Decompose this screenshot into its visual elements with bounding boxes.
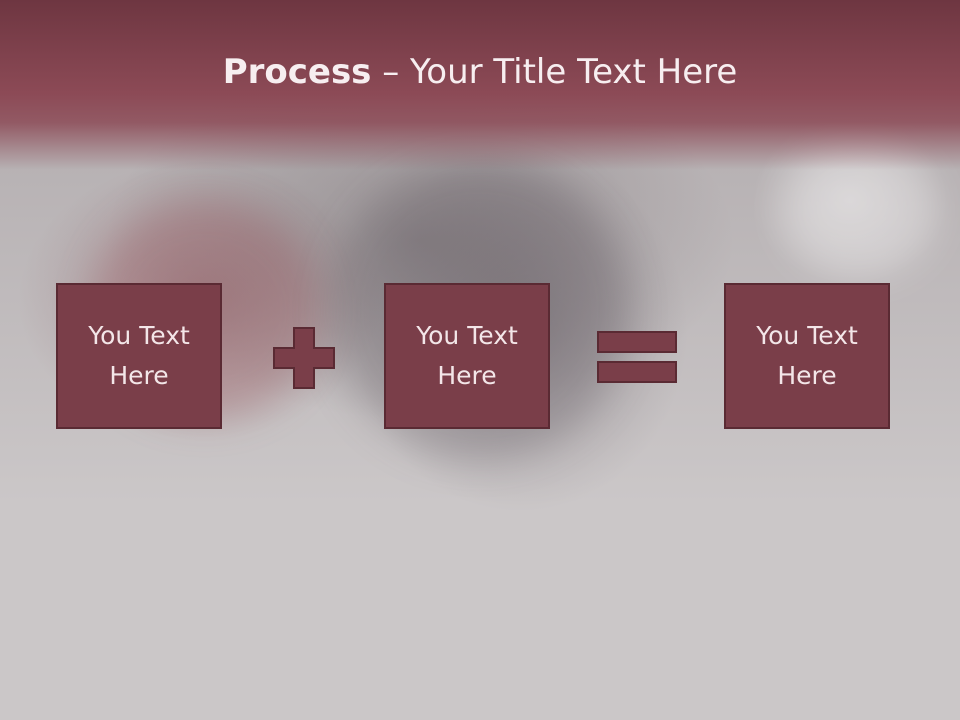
title-band <box>0 0 960 170</box>
equals-icon <box>597 331 677 383</box>
box-line-2: Here <box>109 361 169 390</box>
box-line-2: Here <box>777 361 837 390</box>
title-bold-word: Process <box>222 52 372 92</box>
title-rest: – Your Title Text Here <box>371 52 738 92</box>
box-line-2: Here <box>437 361 497 390</box>
box-line-1: You Text <box>756 321 858 350</box>
box-line-1: You Text <box>88 321 190 350</box>
slide-title: Process – Your Title Text Here <box>0 52 960 92</box>
plus-icon <box>273 327 335 389</box>
box-line-1: You Text <box>416 321 518 350</box>
